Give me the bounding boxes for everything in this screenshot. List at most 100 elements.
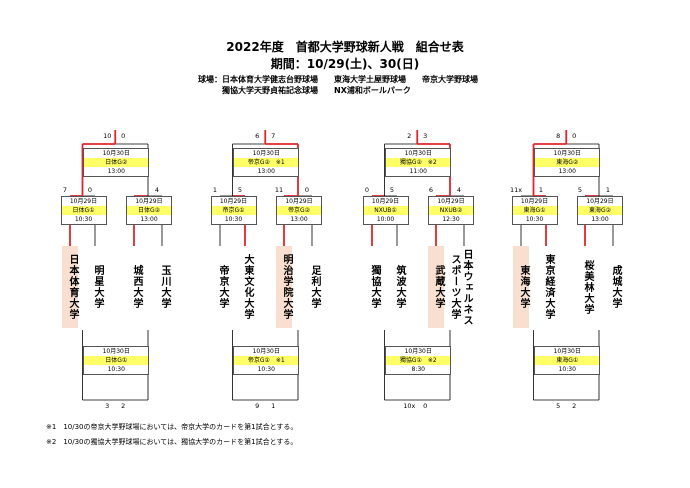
final-match-box-date: 10月30日 — [102, 150, 130, 157]
team-name: 成城大学 — [610, 265, 621, 309]
final-score-right: 0 — [572, 132, 577, 140]
left-match-box-time: 10:30 — [525, 216, 544, 223]
bottom-score-right: 1 — [271, 402, 276, 410]
left-match-box-venue: NXUB① — [363, 206, 408, 215]
bottom-score-right: 0 — [423, 402, 428, 410]
right-score-a: 6 — [428, 186, 434, 194]
team-name: 明星大学 — [92, 265, 103, 309]
bottom-match-box-venue: 帝京G① ※1 — [234, 356, 299, 365]
left-match-box-date: 10月29日 — [219, 198, 248, 205]
left-score-b: 0 — [87, 186, 93, 194]
left-score-b: 5 — [237, 186, 243, 194]
final-score-left: 10 — [103, 132, 112, 140]
right-match-box-time: 13:00 — [290, 216, 308, 223]
right-score-b: 1 — [605, 186, 611, 194]
venues-list: 球場：日本体育大学健志台野球場 東海大学土屋野球場 帝京大学野球場 獨協大学天野… — [198, 74, 478, 96]
final-match-box-time: 11:00 — [409, 168, 427, 175]
period-text: 期間：10/29(土)、30(日) — [270, 57, 420, 71]
left-match-box-venue: 帝京G① — [211, 206, 256, 215]
right-match-box-venue: 帝京G② — [277, 206, 321, 215]
bottom-score-left: 5 — [556, 402, 561, 410]
bottom-score-left: 3 — [105, 402, 110, 410]
left-score-b: 1 — [538, 186, 544, 194]
right-score-b: 4 — [456, 186, 462, 194]
bottom-match-box-time: 10:30 — [558, 366, 576, 373]
final-score-right: 0 — [121, 132, 126, 140]
right-match-box-date: 10月29日 — [586, 198, 614, 205]
team-name: 日本体育大学 — [62, 246, 78, 328]
final-match-box-date: 10月30日 — [553, 150, 581, 157]
final-match-box-time: 13:00 — [558, 168, 576, 175]
final-match-box-venue: 獨協G② ※2 — [386, 158, 451, 167]
left-match-box-date: 10月29日 — [371, 198, 400, 205]
left-match-box-time: 10:00 — [376, 216, 395, 223]
left-score-a: 7 — [62, 186, 68, 194]
left-match-box-venue: 日体G① — [61, 206, 106, 215]
right-match-box-time: 12:30 — [442, 216, 460, 223]
bottom-match-box-time: 8:30 — [411, 366, 425, 373]
right-match-box-time: 13:00 — [591, 216, 609, 223]
team-name: 日本ウェルネススポーツ大学 — [449, 248, 472, 326]
right-score-a: 5 — [577, 186, 583, 194]
bottom-match-box-date: 10月30日 — [252, 348, 280, 355]
bottom-score-left: 9 — [255, 402, 260, 410]
right-match-box-date: 10月29日 — [135, 198, 163, 205]
left-match-box-date: 10月29日 — [69, 198, 98, 205]
final-match-box-date: 10月30日 — [252, 150, 280, 157]
bottom-match-box-date: 10月30日 — [404, 348, 432, 355]
bottom-match-box-date: 10月30日 — [553, 348, 581, 355]
final-score-left: 2 — [407, 132, 412, 140]
team-name: 東京経済大学 — [543, 254, 554, 320]
right-score-b: 0 — [304, 186, 310, 194]
bottom-match-box-venue: 日体G① — [84, 356, 149, 365]
left-score-b: 5 — [389, 186, 395, 194]
bottom-score-left: 10x — [403, 402, 416, 410]
team-name: 足利大学 — [309, 265, 320, 309]
final-match-box-venue: 日体G② — [84, 158, 149, 167]
final-score-right: 3 — [423, 132, 428, 140]
venues-line-1: 球場：日本体育大学健志台野球場 東海大学土屋野球場 帝京大学野球場 — [198, 75, 478, 84]
final-match-box-time: 13:00 — [257, 168, 275, 175]
team-name: 筑波大学 — [394, 265, 405, 309]
right-score-b: 4 — [154, 186, 160, 194]
team-name: 城西大学 — [131, 265, 142, 309]
right-match-box-time: 13:00 — [140, 216, 158, 223]
team-name: 東海大学 — [513, 246, 529, 328]
team-name: 明治学院大学 — [276, 246, 292, 328]
left-match-box-venue: 東海G① — [512, 206, 557, 215]
final-match-box-venue: 帝京G② ※1 — [234, 158, 299, 167]
footnote-1: ※1 10/30の帝京大学野球場においては、帝京大学のカードを第1試合とする。 — [46, 423, 298, 431]
bottom-match-box-venue: 獨協G① ※2 — [386, 356, 451, 365]
bottom-match-box-venue: 東海G① — [535, 356, 600, 365]
final-score-right: 7 — [271, 132, 276, 140]
right-score-a: 11 — [274, 186, 284, 194]
final-score-left: 8 — [556, 132, 561, 140]
final-match-box-date: 10月30日 — [404, 150, 432, 157]
right-match-box-venue: NXUB② — [429, 206, 473, 215]
footnote-2: ※2 10/30の獨協大学野球場においては、獨協大学のカードを第1試合とする。 — [46, 438, 298, 446]
team-name: 武蔵大学 — [428, 246, 444, 328]
bottom-match-box-date: 10月30日 — [102, 348, 130, 355]
right-match-box-date: 10月29日 — [437, 198, 465, 205]
bottom-match-box-time: 10:30 — [107, 366, 125, 373]
team-name: 桜美林大学 — [582, 259, 593, 315]
venues-line-2: 獨協大学天野貞祐記念球場 NX浦和ボールパーク — [198, 86, 411, 95]
left-score-a: 0 — [364, 186, 370, 194]
right-match-box-venue: 東海G② — [578, 206, 622, 215]
team-name: 玉川大学 — [159, 265, 170, 309]
team-name: 獨協大学 — [369, 265, 380, 309]
left-match-box-time: 10:30 — [74, 216, 93, 223]
